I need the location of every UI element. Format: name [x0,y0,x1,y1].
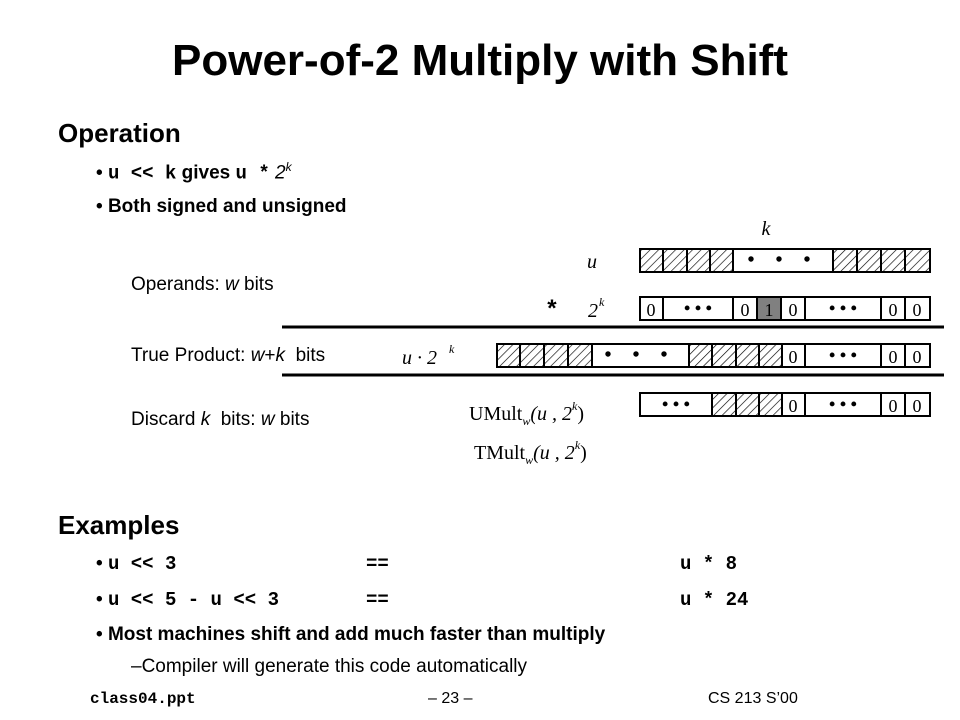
code-shift: u << k [107,162,177,185]
u-label: u [587,251,597,273]
bit-zero: 0 [913,300,922,320]
bullet-dot: • [96,196,108,217]
ellipsis: • • • [829,298,857,318]
umult-bits-gap [641,394,711,415]
true-product-plus: + [264,345,276,366]
bit-zero: 0 [741,300,750,320]
operation-bullet-2: • Both signed and unsigned [96,196,347,218]
ellipsis: • • • [747,249,818,271]
discard-label: Discard k bits: w bits [131,409,309,431]
ellipsis: • • • [829,394,857,414]
discard-suffix: bits [274,409,310,430]
bit-zero: 0 [913,347,922,367]
k-label: k [762,218,772,240]
umult-exp: k [572,399,578,413]
operation-heading: Operation [58,118,181,148]
example-bullet-3: • Most machines shift and add much faste… [96,624,605,646]
times-symbol: * [545,298,559,325]
gives-text: gives [181,162,231,184]
discard-mid: bits: [210,409,261,430]
product-bits-gap [592,345,689,366]
operands-w: w [225,274,239,295]
example-lhs: u << 3 [107,553,177,575]
footer-center: – 23 – [428,690,473,707]
example-row-2: • u << 5 - u << 3 [96,589,279,611]
umult-name: UMult [469,403,523,425]
expr-base: 2 [275,162,286,184]
tmult-label: TMultw(u , 2k) [474,438,587,467]
umult-close: ) [577,403,584,425]
umult-bit-vector: • • • 0 • • • 0 0 [639,392,931,417]
bit-zero: 0 [889,300,898,320]
u-bit-vector: • • • [639,248,931,273]
ellipsis: • • • [829,345,857,365]
bullet-dot: • [96,589,108,610]
example-rhs: u * 24 [680,589,749,611]
operation-bullet-1: • u << k gives u * 2k [96,160,292,184]
example-lhs: u << 5 - u << 3 [107,589,279,611]
bullet-dot: • [96,553,108,574]
tmult-close: ) [580,442,587,464]
operands-suffix: bits [238,274,274,295]
ellipsis: • • • [604,344,675,366]
true-product-suffix: bits [285,345,326,366]
examples-heading: Examples [58,510,180,540]
umult-args: (u , 2 [530,403,572,425]
tmult-sub: w [525,453,533,467]
example-sub-bullet: –Compiler will generate this code automa… [131,656,528,677]
discard-w: w [260,409,275,430]
two-k-bits-frame [639,296,931,321]
ellipsis: • • • [684,298,712,318]
bit-one: 1 [765,300,774,320]
ellipsis: • • • [662,394,690,414]
true-product-w: w [250,345,265,366]
true-product-label: True Product: w+k bits [131,345,325,367]
tmult-args: (u , 2 [533,442,575,464]
true-product-k: k [275,345,286,366]
example-eq: == [366,589,389,611]
bit-zero: 0 [789,347,798,367]
example-row-1: • u << 3 [96,553,176,575]
code-multiply: u * [235,162,270,185]
expr-exp: k [285,160,292,174]
page-title: Power-of-2 Multiply with Shift [172,36,788,85]
product-bit-vector: • • • 0 • • • 0 0 [496,343,931,368]
operands-label: Operands: w bits [131,274,274,296]
tmult-name: TMult [474,442,526,464]
bit-zero: 0 [889,347,898,367]
example-rhs: u * 8 [680,553,738,575]
u-bits-gap [733,250,833,271]
product-zero-region [782,345,929,366]
product-label: u · 2 [402,347,437,369]
umult-label: UMultw(u , 2k) [469,399,584,428]
product-exp: k [449,342,455,356]
bit-zero: 0 [789,300,798,320]
umult-sub: w [522,414,530,428]
two-k-exp: k [599,295,605,309]
bullet-dot: • [96,624,108,645]
one-bit-cell [756,296,782,321]
two-k-bit-vector: 0 • • • 0 1 0 • • • 0 0 [639,296,931,321]
discard-prefix: Discard [131,409,201,430]
operands-label-text: Operands: [131,274,225,295]
bullet-dot: • [96,162,108,184]
umult-zero-region [782,394,929,415]
bit-zero: 0 [789,396,798,416]
footer-left: class04.ppt [90,690,196,708]
bullet-3-text: Most machines shift and add much faster … [107,624,606,645]
footer-right: CS 213 S’00 [708,690,798,707]
bullet-2-text: Both signed and unsigned [107,196,347,217]
true-product-text: True Product: [131,345,251,366]
discard-k: k [200,409,211,430]
example-eq: == [366,553,389,575]
tmult-exp: k [575,438,581,452]
two-k-base: 2 [588,300,598,322]
bit-zero: 0 [647,300,656,320]
bit-zero: 0 [889,396,898,416]
bit-zero: 0 [913,396,922,416]
